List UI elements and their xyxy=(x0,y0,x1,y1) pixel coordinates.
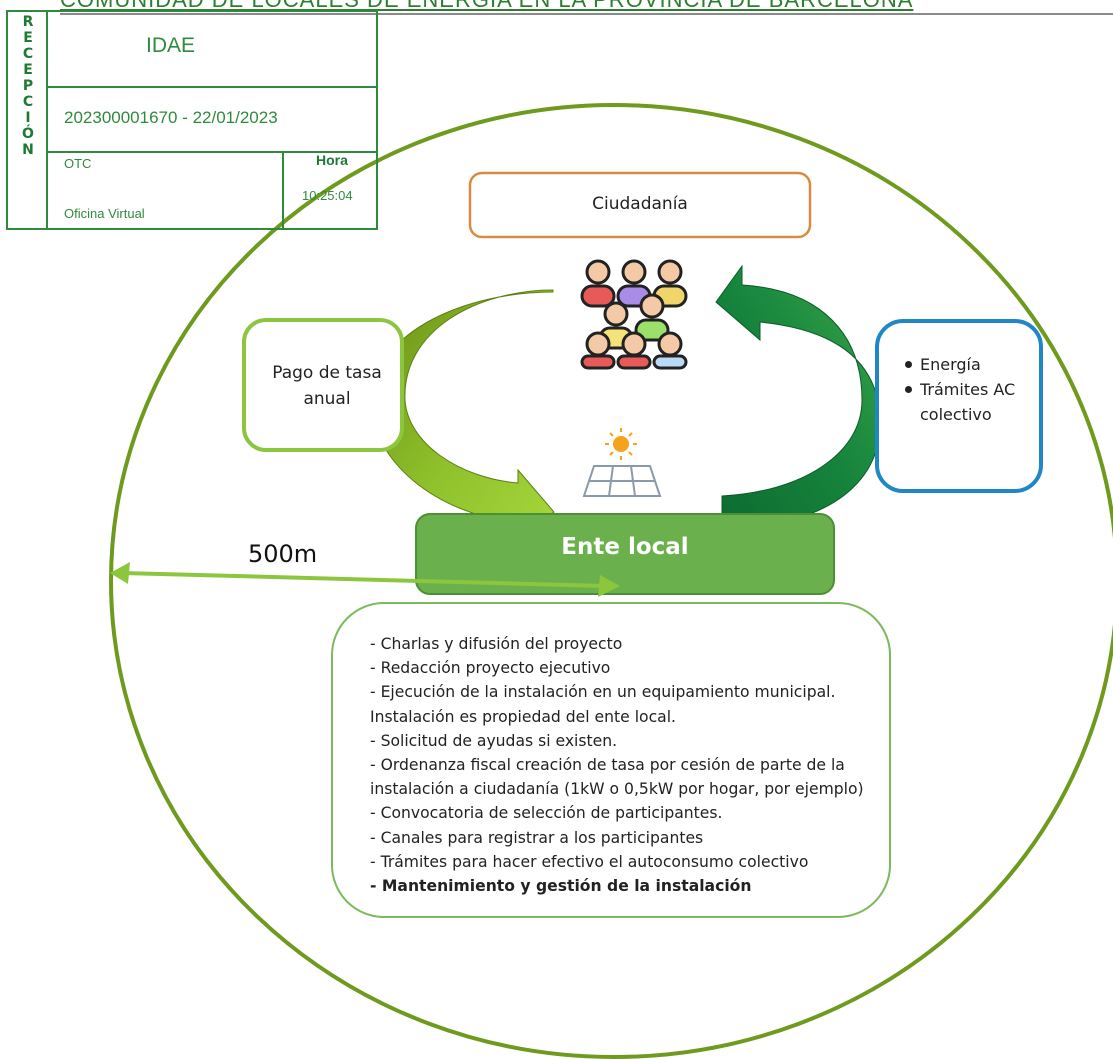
benefit-item: Energía xyxy=(900,352,1040,377)
stamp-office: OTC xyxy=(64,156,92,171)
distance-arrow xyxy=(110,562,620,597)
stamp-channel: Oficina Virtual xyxy=(64,206,145,221)
tasks-box xyxy=(331,602,891,918)
stamp-vertical-column: R E C E P C I Ó N xyxy=(8,12,48,228)
tasks-list: - Charlas y difusión del proyecto - Reda… xyxy=(370,632,910,898)
stamp-divider xyxy=(48,151,376,153)
task-item: - Mantenimiento y gestión de la instalac… xyxy=(370,877,752,896)
distance-label: 500m xyxy=(248,540,318,568)
task-item: - Solicitud de ayudas si existen. xyxy=(370,731,618,750)
citizens-label: Ciudadanía xyxy=(592,194,688,214)
stamp-time: 10:25:04 xyxy=(302,188,353,203)
stamp-vertical-label: R E C E P C I Ó N xyxy=(22,14,34,158)
task-item: - Ordenanza fiscal creación de tasa por … xyxy=(370,756,864,799)
coverage-circle xyxy=(109,103,1113,1059)
stamp-divider xyxy=(48,86,376,88)
task-item: - Redacción proyecto ejecutivo xyxy=(370,659,611,678)
energy-curved-arrow xyxy=(715,264,881,529)
solar-panel-icon xyxy=(582,428,662,497)
payment-label: Pago de tasa anual xyxy=(272,363,382,409)
stamp-entity: IDAE xyxy=(146,34,196,57)
payment-box xyxy=(242,318,404,452)
task-item: - Canales para registrar a los participa… xyxy=(370,828,704,847)
stamp-divider xyxy=(282,151,284,228)
benefits-box xyxy=(875,319,1043,493)
reception-stamp: R E C E P C I Ó N IDAE 202300001670 - 22… xyxy=(6,10,378,230)
document-title: COMUNIDAD DE LOCALES DE ENERGÍA EN LA PR… xyxy=(60,0,1100,15)
local-entity-label: Ente local xyxy=(561,534,689,560)
benefit-item: Trámites AC colectivo xyxy=(900,377,1040,427)
header-rule xyxy=(60,13,1113,15)
local-entity-box xyxy=(415,513,835,595)
task-item: - Trámites para hacer efectivo el autoco… xyxy=(370,852,809,871)
citizens-box xyxy=(468,171,812,239)
task-item: - Charlas y difusión del proyecto xyxy=(370,635,623,653)
citizens-group-icon xyxy=(580,259,688,370)
stamp-time-label: Hora xyxy=(316,152,348,168)
benefits-list: Energía Trámites AC colectivo xyxy=(900,352,1040,427)
stamp-registry-number: 202300001670 - 22/01/2023 xyxy=(64,108,278,127)
task-item: - Convocatoria de selección de participa… xyxy=(370,804,723,823)
task-item: - Ejecución de la instalación en un equi… xyxy=(370,683,836,726)
